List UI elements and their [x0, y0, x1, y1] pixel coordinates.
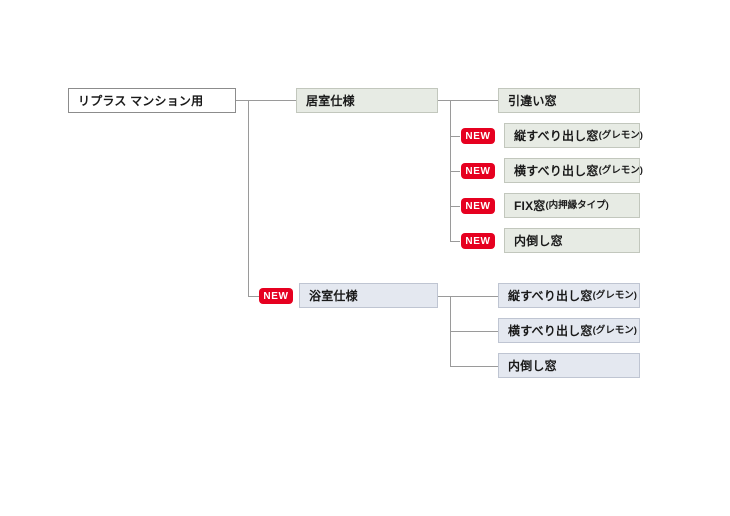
connector-bath-child-3 — [450, 366, 498, 367]
node-living-child-4-label: FIX窓 — [514, 198, 546, 213]
node-living-child-1-label: 引違い窓 — [508, 93, 557, 108]
node-branch-bath[interactable]: 浴室仕様 — [299, 283, 438, 308]
node-living-child-2-sublabel: (グレモン) — [598, 129, 643, 141]
node-branch-bath-label: 浴室仕様 — [309, 288, 358, 303]
badge-new-living-child-5: NEW — [461, 233, 495, 249]
connector-trunk-to-bath — [248, 296, 260, 297]
connector-trunk-to-living — [248, 100, 296, 101]
connector-living-child-5 — [450, 241, 460, 242]
node-living-child-1[interactable]: 引違い窓 — [498, 88, 640, 113]
connector-living-child-3 — [450, 171, 460, 172]
node-branch-living[interactable]: 居室仕様 — [296, 88, 438, 113]
node-living-child-2-label: 縦すべり出し窓 — [514, 128, 599, 143]
badge-new-living-child-4: NEW — [461, 198, 495, 214]
node-root-label: リプラス マンション用 — [78, 93, 204, 108]
node-living-child-3-sublabel: (グレモン) — [598, 164, 643, 176]
node-root[interactable]: リプラス マンション用 — [68, 88, 236, 113]
node-bath-child-2[interactable]: 横すべり出し窓 (グレモン) — [498, 318, 640, 343]
node-living-child-5[interactable]: 内倒し窓 — [504, 228, 640, 253]
badge-new-living-child-3: NEW — [461, 163, 495, 179]
node-bath-child-2-label: 横すべり出し窓 — [508, 323, 593, 338]
badge-new-living-child-2: NEW — [461, 128, 495, 144]
node-bath-child-3[interactable]: 内倒し窓 — [498, 353, 640, 378]
node-living-child-3-label: 横すべり出し窓 — [514, 163, 599, 178]
node-living-child-4-sublabel: (内押縁タイプ) — [545, 199, 609, 211]
node-branch-living-label: 居室仕様 — [306, 93, 355, 108]
node-bath-child-1-label: 縦すべり出し窓 — [508, 288, 593, 303]
node-living-child-4[interactable]: FIX窓 (内押縁タイプ) — [504, 193, 640, 218]
node-bath-child-2-sublabel: (グレモン) — [592, 324, 637, 336]
node-bath-child-1-sublabel: (グレモン) — [592, 289, 637, 301]
badge-new-branch-bath: NEW — [259, 288, 293, 304]
node-living-child-3[interactable]: 横すべり出し窓 (グレモン) — [504, 158, 643, 183]
connector-living-child-4 — [450, 206, 460, 207]
connector-living-child-1 — [438, 100, 498, 101]
node-living-child-5-label: 内倒し窓 — [514, 233, 563, 248]
node-bath-child-3-label: 内倒し窓 — [508, 358, 557, 373]
node-living-child-2[interactable]: 縦すべり出し窓 (グレモン) — [504, 123, 643, 148]
connector-living-child-2 — [450, 136, 460, 137]
connector-root-to-trunk — [236, 100, 249, 101]
connector-bath-child-1 — [438, 296, 498, 297]
node-bath-child-1[interactable]: 縦すべり出し窓 (グレモン) — [498, 283, 640, 308]
connector-bath-child-2 — [450, 331, 498, 332]
connector-main-trunk — [248, 100, 249, 296]
